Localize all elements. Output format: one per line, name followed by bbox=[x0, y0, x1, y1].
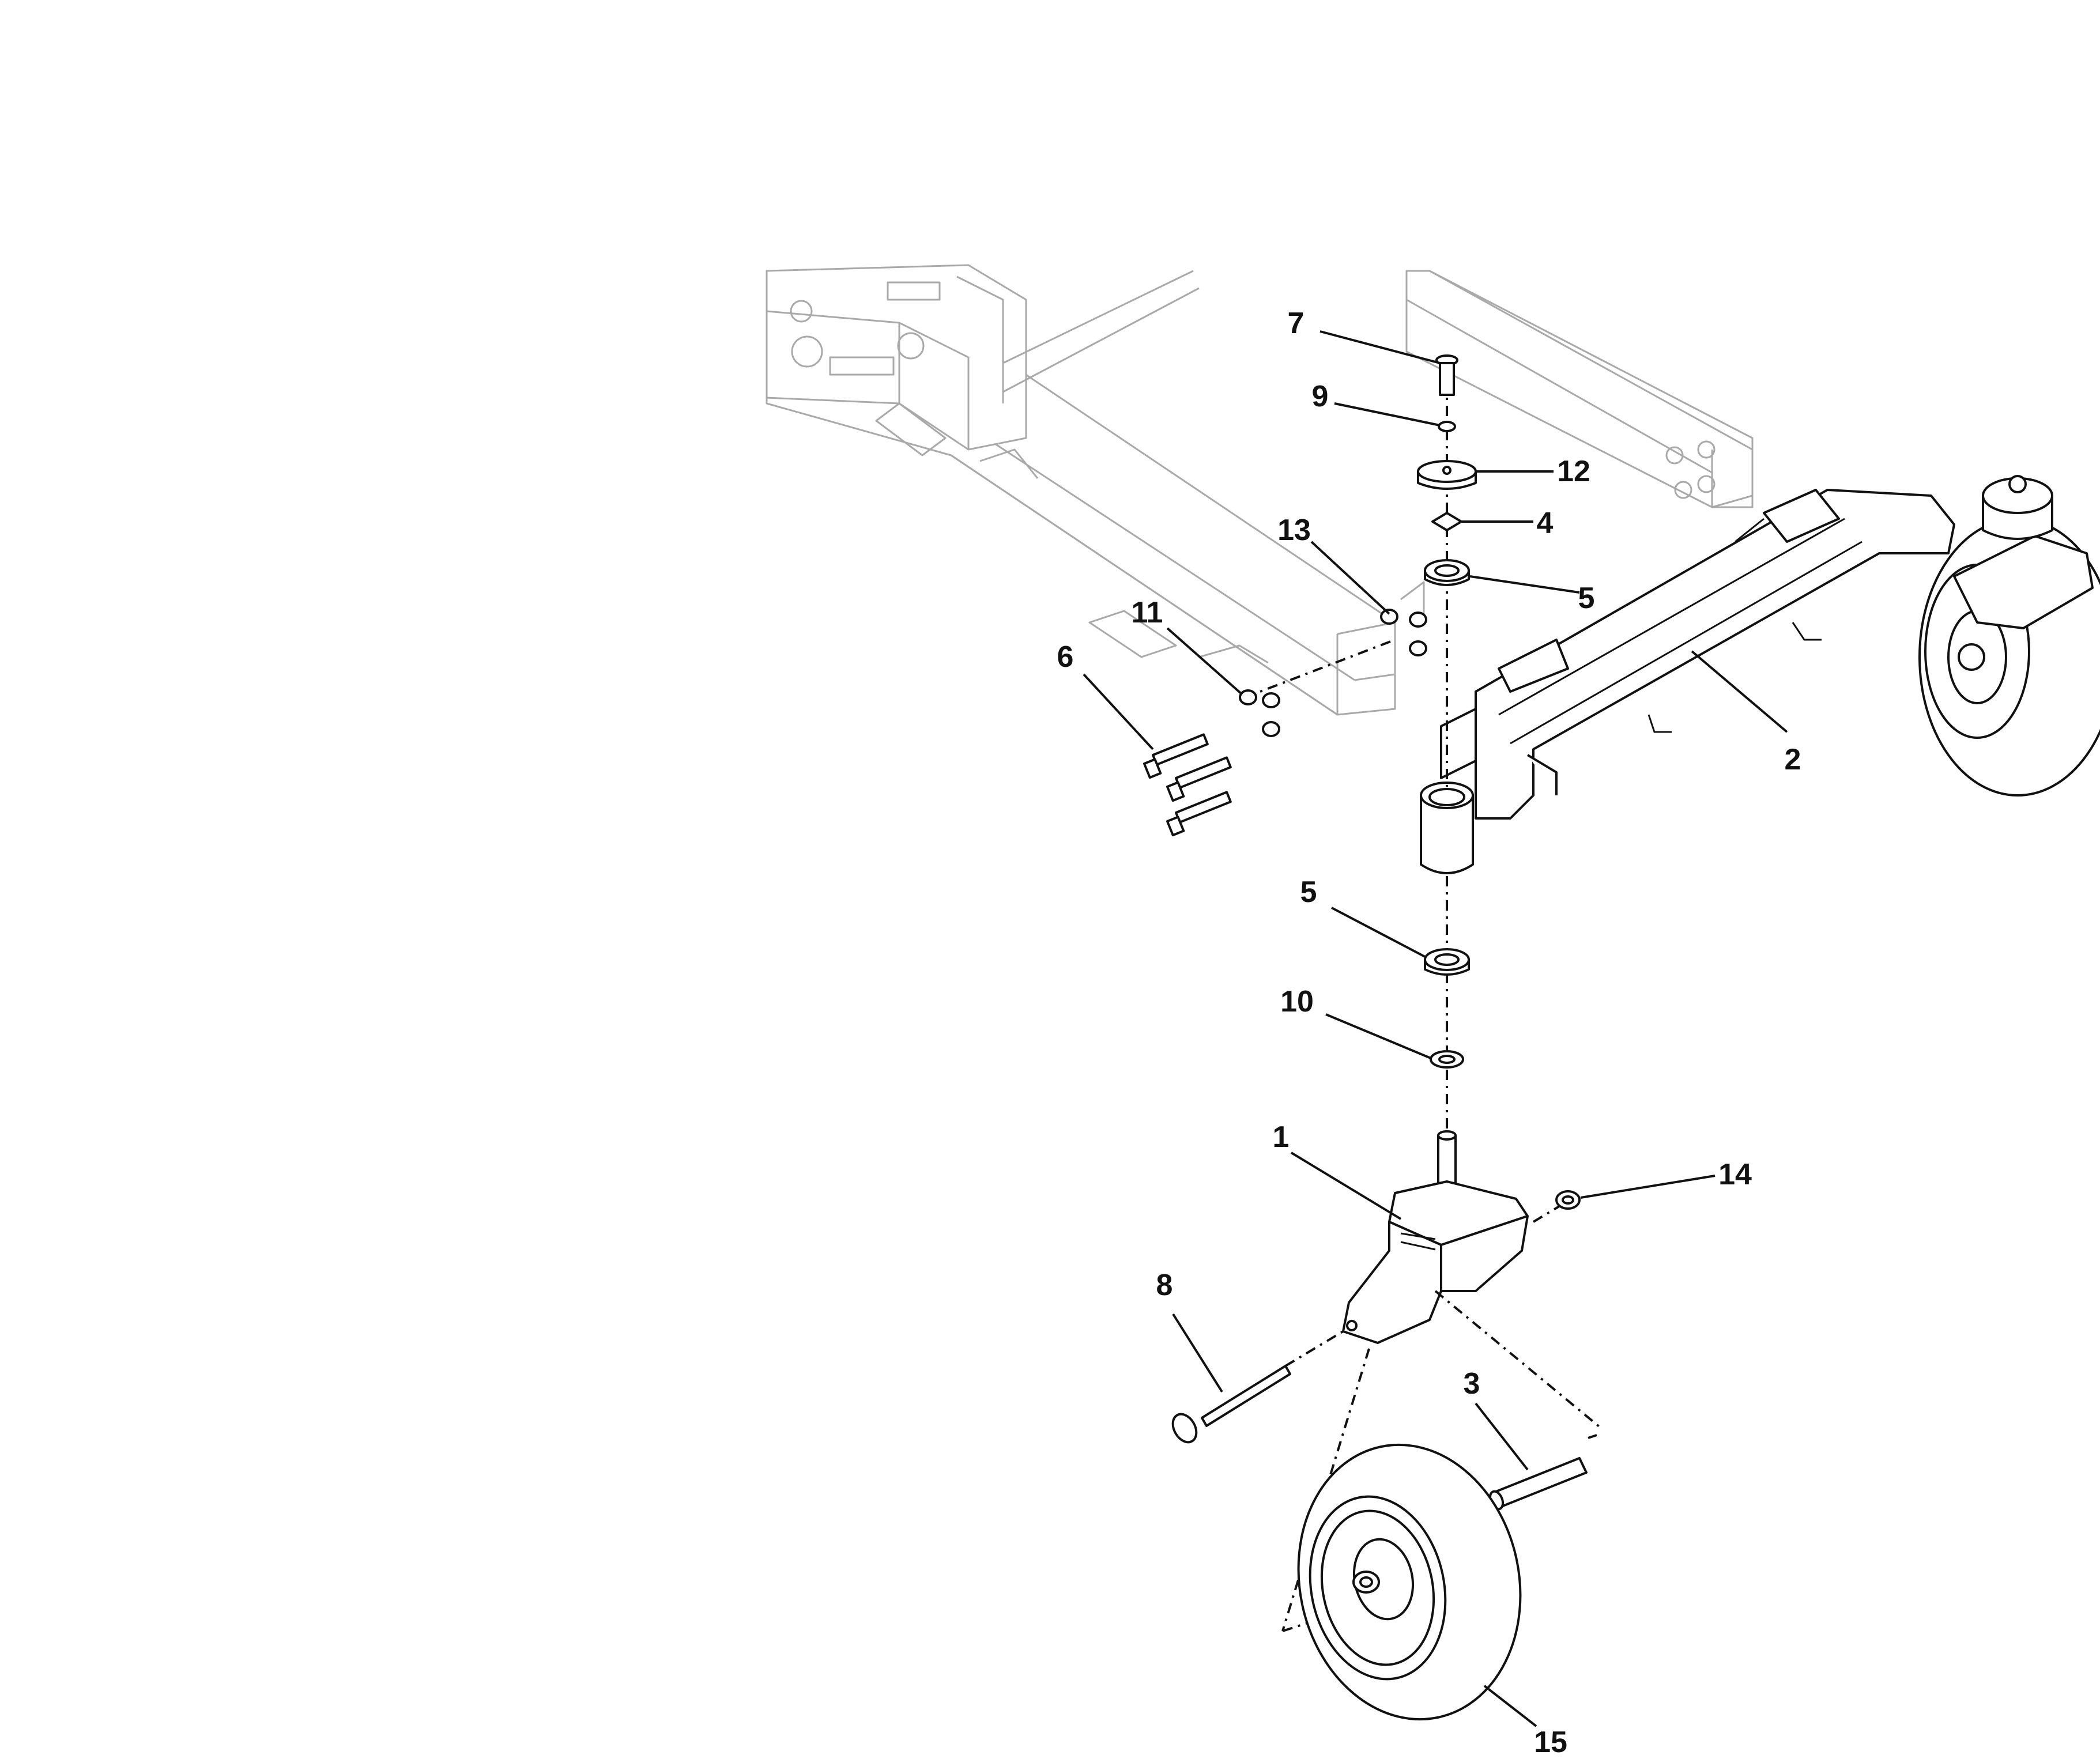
washers-11 bbox=[1239, 689, 1280, 737]
callout-7: 7 bbox=[1288, 307, 1305, 340]
callout-15: 15 bbox=[1534, 1726, 1567, 1759]
right-caster-assembly bbox=[1918, 475, 2100, 797]
callout-6: 6 bbox=[1057, 640, 1074, 674]
washer-10 bbox=[1430, 1050, 1464, 1069]
callout-3: 3 bbox=[1464, 1367, 1480, 1401]
nut-14 bbox=[1532, 1190, 1581, 1223]
callout-10: 10 bbox=[1280, 985, 1314, 1018]
dust-cap-12 bbox=[1417, 460, 1477, 490]
callout-4: 4 bbox=[1537, 507, 1554, 540]
callout-labels: 7 9 12 4 13 5 11 6 2 5 10 1 14 8 3 15 bbox=[1057, 307, 1801, 1759]
bolt-7 bbox=[1435, 354, 1458, 396]
callout-9: 9 bbox=[1312, 380, 1329, 413]
callout-14: 14 bbox=[1718, 1158, 1752, 1191]
caster-yoke bbox=[1342, 1130, 1529, 1344]
callout-2: 2 bbox=[1785, 743, 1801, 776]
spacer-tube-3 bbox=[1434, 1290, 1604, 1511]
axle-bolt-8 bbox=[1171, 1330, 1344, 1444]
bearing-5-lower bbox=[1424, 948, 1470, 976]
pivot-hardware-stack bbox=[1417, 354, 1477, 1130]
mounting-hardware bbox=[1143, 609, 1427, 837]
chassis-frame bbox=[766, 264, 1754, 716]
nuts-13 bbox=[1380, 609, 1427, 656]
lock-washer-9 bbox=[1438, 421, 1456, 432]
bearing-5-upper bbox=[1424, 559, 1470, 586]
wheel-15 bbox=[1281, 1348, 1522, 1721]
callout-12: 12 bbox=[1557, 455, 1590, 488]
retainer-4 bbox=[1431, 512, 1462, 531]
callout-1: 1 bbox=[1273, 1120, 1290, 1154]
front-axle bbox=[1420, 489, 1955, 874]
callout-11: 11 bbox=[1132, 596, 1163, 629]
callout-8: 8 bbox=[1156, 1269, 1173, 1302]
callout-5-lower: 5 bbox=[1300, 875, 1317, 909]
leader-lines bbox=[1083, 330, 1788, 1727]
bolt-6 bbox=[1143, 733, 1232, 837]
callout-5-upper: 5 bbox=[1578, 582, 1595, 615]
callout-13: 13 bbox=[1277, 514, 1311, 547]
